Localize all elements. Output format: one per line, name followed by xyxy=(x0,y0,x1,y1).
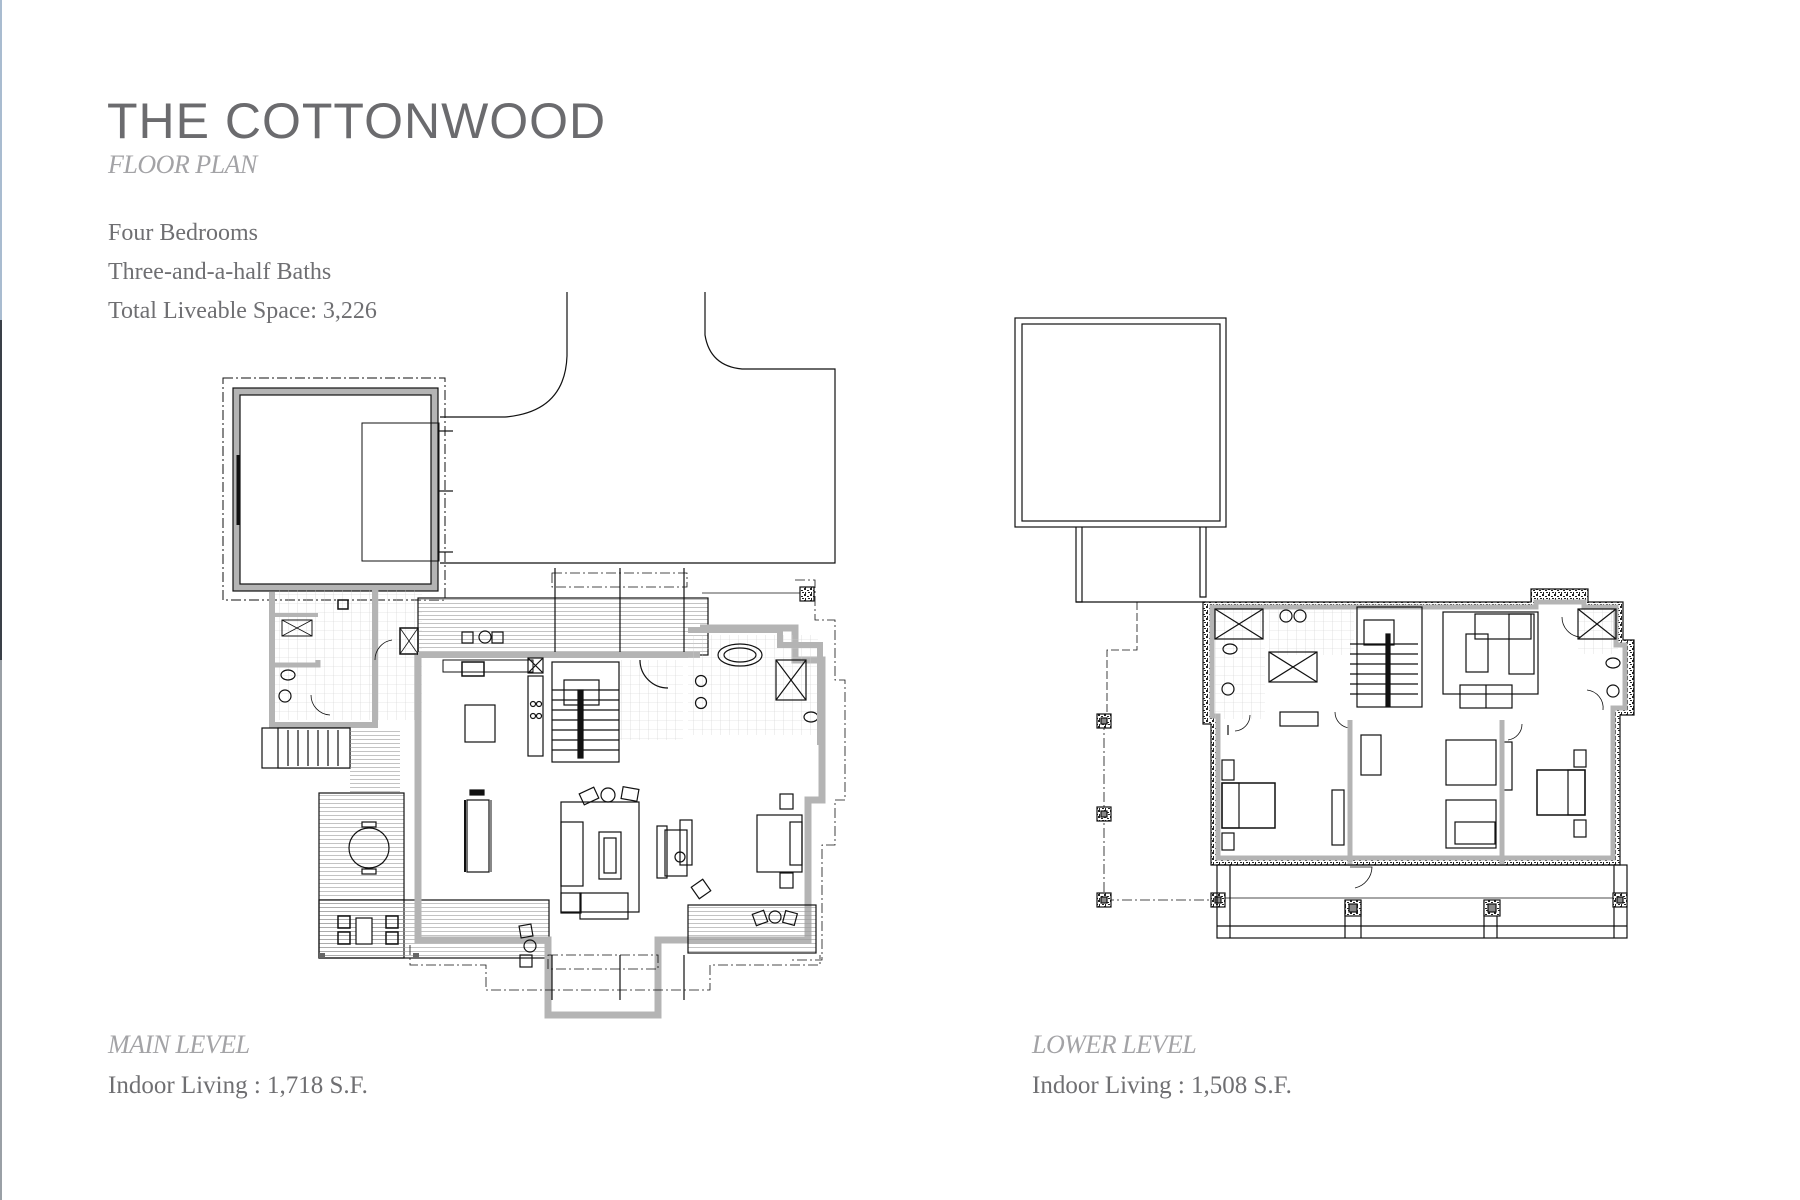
lower-level-drawing xyxy=(1014,317,1635,939)
front-porch xyxy=(409,923,821,1000)
kitchen xyxy=(442,657,544,757)
main-level-indoor-living: Indoor Living : 1,718 S.F. xyxy=(108,1072,368,1099)
living-room xyxy=(560,786,688,920)
chimney-column xyxy=(799,586,815,602)
lower-garage-foundation xyxy=(1014,317,1227,712)
lower-stair xyxy=(1350,606,1423,708)
master-bedroom xyxy=(679,793,817,954)
lower-bedroom-west xyxy=(1221,711,1382,865)
lower-family-room xyxy=(1442,611,1581,709)
bedrooms-count: Four Bedrooms xyxy=(108,220,258,246)
lower-foundation-wall xyxy=(1202,588,1635,866)
mudroom-powder-laundry xyxy=(269,590,422,728)
page-title: THE COTTONWOOD xyxy=(107,93,607,149)
dining-deck xyxy=(318,792,550,959)
master-bath xyxy=(688,627,823,745)
main-level-drawing xyxy=(222,292,846,1019)
total-liveable-space: Total Liveable Space: 3,226 xyxy=(108,298,377,324)
main-level-title: MAIN LEVEL xyxy=(108,1030,250,1059)
page-edge xyxy=(0,0,2,1200)
lower-bedroom-east xyxy=(1445,720,1587,865)
baths-count: Three-and-a-half Baths xyxy=(108,259,332,285)
dining-room xyxy=(464,789,492,873)
page-subtitle: FLOOR PLAN xyxy=(108,150,257,179)
lower-entry-door xyxy=(1350,866,1373,889)
side-stair xyxy=(261,727,400,792)
home-summary: Four Bedrooms Three-and-a-half Baths Tot… xyxy=(108,214,377,331)
lower-baths xyxy=(1214,608,1621,719)
lower-level-title: LOWER LEVEL xyxy=(1032,1030,1197,1059)
lower-level-indoor-living: Indoor Living : 1,508 S.F. xyxy=(1032,1072,1292,1099)
west-porch-columns xyxy=(1096,713,1226,908)
driveway-outline xyxy=(440,292,836,564)
main-stair xyxy=(551,659,683,763)
lower-porch xyxy=(1216,864,1628,939)
